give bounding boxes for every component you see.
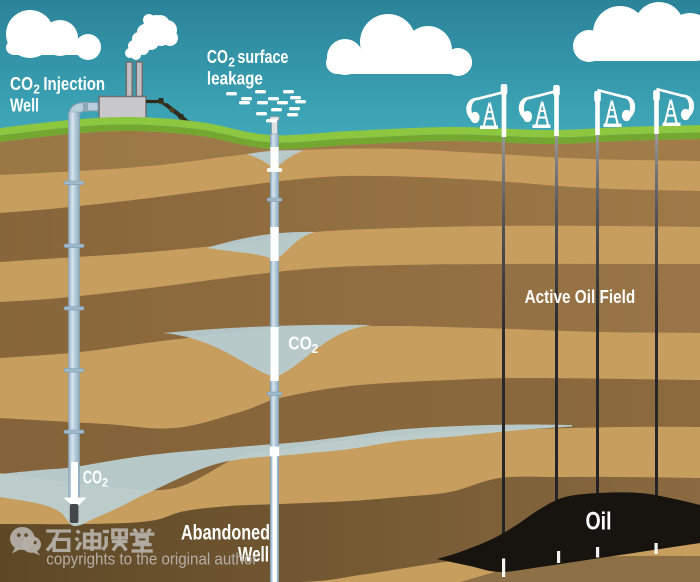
- svg-text:CO: CO: [83, 467, 102, 487]
- svg-text:leakage: leakage: [207, 68, 263, 88]
- svg-text:2: 2: [102, 476, 108, 490]
- svg-text:Well: Well: [10, 95, 39, 115]
- svg-text:Oil: Oil: [586, 508, 612, 536]
- svg-text:Injection: Injection: [43, 74, 105, 94]
- svg-text:CO: CO: [207, 47, 228, 67]
- svg-text:2: 2: [312, 341, 319, 356]
- svg-text:copyrights to the original aut: copyrights to the original author: [46, 550, 257, 569]
- svg-text:2: 2: [228, 55, 235, 70]
- svg-text:CO: CO: [10, 74, 33, 94]
- svg-text:CO: CO: [288, 334, 312, 354]
- svg-text:surface: surface: [237, 47, 288, 67]
- svg-text:Active Oil Field: Active Oil Field: [525, 287, 636, 307]
- svg-text:Well: Well: [238, 544, 269, 567]
- svg-text:2: 2: [33, 82, 40, 97]
- svg-text:Abandoned: Abandoned: [181, 522, 270, 545]
